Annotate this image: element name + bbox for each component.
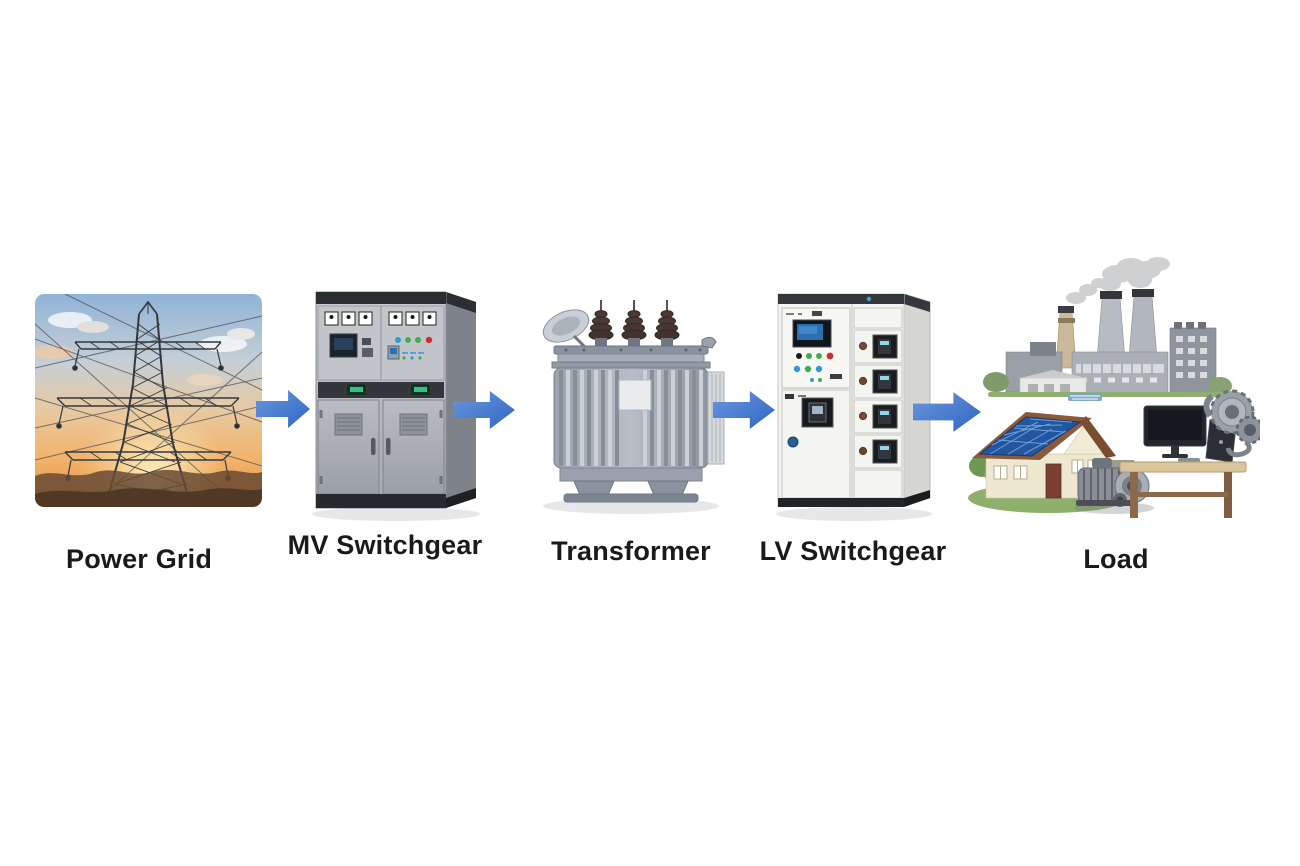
status-dot — [866, 296, 872, 302]
nameplate — [618, 379, 652, 411]
drawer-1 — [853, 329, 903, 364]
solar-grid — [989, 418, 1073, 455]
stage-label-power-grid: Power Grid — [65, 544, 213, 574]
stage-label-mv-switchgear: MV Switchgear — [287, 530, 483, 560]
factory — [983, 257, 1232, 401]
mv-switchgear-cabinet — [312, 291, 480, 521]
drawer-3 — [853, 399, 903, 434]
stage-mv-switchgear: MV Switchgear — [288, 286, 483, 560]
tank-bottom — [559, 467, 703, 482]
meters-right — [388, 311, 437, 326]
roof-right-edge — [1080, 416, 1116, 458]
base-skids — [563, 480, 699, 503]
factory-ground — [988, 392, 1226, 397]
load-composite — [968, 257, 1260, 518]
panel-buttons — [793, 352, 842, 382]
radiator-fins — [553, 367, 725, 469]
stage-transformer: Transformer — [526, 296, 736, 566]
cabinet-base — [778, 498, 904, 507]
drawer-4 — [853, 434, 903, 469]
oil-transformer — [542, 300, 725, 514]
vent-grille — [334, 413, 363, 436]
drawer-column — [853, 307, 903, 499]
stage-label-lv-switchgear: LV Switchgear — [759, 536, 947, 566]
top-band — [316, 292, 446, 304]
stage-label-load: Load — [1083, 544, 1149, 574]
door-handle — [371, 438, 376, 455]
tree — [983, 372, 1009, 392]
cabinet-side — [446, 292, 476, 508]
lv-switchgear-cabinet — [776, 293, 932, 521]
mountain-silhouette — [35, 469, 262, 507]
transmission-tower-photo — [35, 294, 262, 507]
factory-building-center — [1071, 351, 1169, 397]
cabinet-base — [316, 494, 446, 508]
top-band — [778, 294, 904, 304]
flow-arrow-2 — [453, 391, 515, 429]
vent-grille — [399, 413, 428, 436]
front-door — [1045, 463, 1062, 499]
blue-knob — [787, 436, 799, 448]
desk-top — [1119, 461, 1247, 473]
door-handle — [386, 438, 391, 455]
cabinet-doors — [317, 399, 445, 495]
indicator-lights — [387, 336, 433, 360]
conservator-dish — [542, 309, 590, 343]
stage-label-transformer: Transformer — [551, 536, 711, 566]
clouds — [35, 312, 255, 386]
monitor-stand — [1171, 446, 1179, 454]
meters-left — [324, 311, 373, 326]
gears — [1203, 389, 1260, 458]
floor-shadow — [776, 507, 932, 521]
stage-lv-switchgear: LV Switchgear — [760, 286, 946, 566]
boat-structure — [1068, 394, 1102, 401]
flow-arrow-3 — [713, 391, 775, 429]
flow-arrow-4 — [913, 392, 981, 432]
stage-power-grid: Power Grid — [35, 294, 262, 574]
lifting-lug — [701, 336, 717, 349]
solar-panel — [978, 416, 1082, 457]
floor-shadow — [312, 507, 480, 521]
bushings — [588, 300, 680, 348]
smoke — [1066, 257, 1170, 304]
drawer-2 — [853, 364, 903, 399]
stage-load: Load — [968, 256, 1260, 574]
flow-arrow-1 — [256, 390, 310, 428]
